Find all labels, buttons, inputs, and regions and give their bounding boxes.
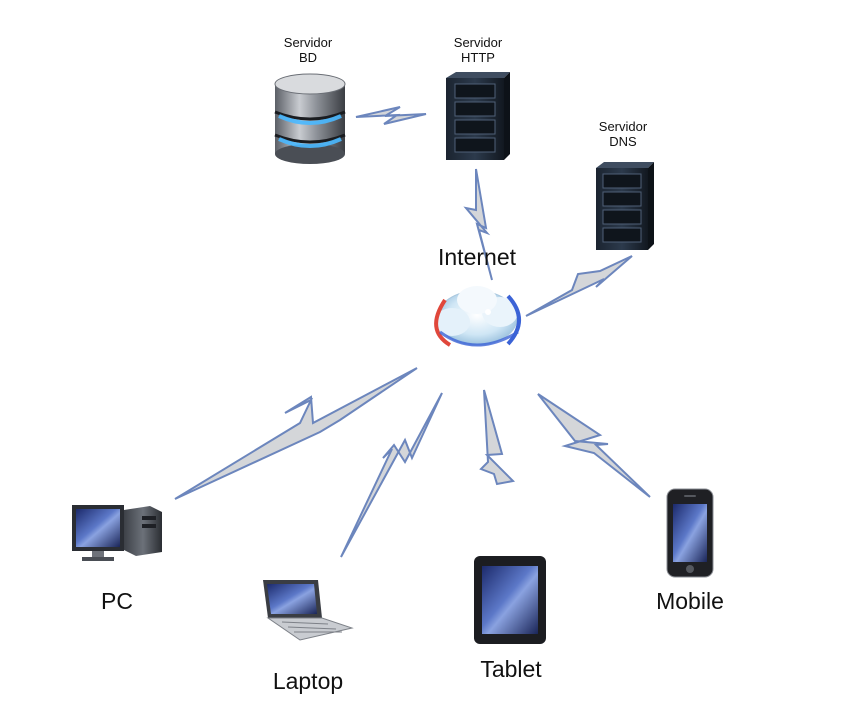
link-internet-tablet — [479, 389, 516, 486]
dns-server-label-line2: DNS — [609, 134, 637, 149]
dns-server-node: Servidor DNS — [596, 119, 654, 250]
desktop-computer-icon — [72, 505, 162, 561]
laptop-icon — [263, 580, 354, 641]
internet-label: Internet — [438, 244, 517, 270]
http-server-node: Servidor HTTP — [446, 35, 510, 160]
laptop-node: Laptop — [263, 580, 354, 694]
db-server-node: Servidor BD — [274, 35, 346, 164]
http-server-label-line2: HTTP — [461, 50, 495, 65]
link-internet-laptop — [340, 392, 443, 558]
laptop-label: Laptop — [273, 668, 343, 694]
link-internet-mobile — [537, 393, 651, 498]
link-db-http — [355, 106, 427, 125]
connections — [174, 106, 651, 558]
pc-label: PC — [101, 588, 133, 614]
mobile-label: Mobile — [656, 588, 724, 614]
http-server-label-line1: Servidor — [454, 35, 503, 50]
internet-node: Internet — [434, 244, 521, 347]
tablet-label: Tablet — [480, 656, 542, 682]
link-dns-internet — [525, 255, 633, 317]
tablet-icon — [474, 556, 546, 644]
link-internet-pc — [174, 367, 418, 500]
dns-server-label-line1: Servidor — [599, 119, 648, 134]
pc-node: PC — [72, 505, 162, 614]
cloud-globe-icon — [434, 286, 521, 347]
tablet-node: Tablet — [474, 556, 546, 682]
server-rack-icon — [446, 72, 510, 160]
database-icon — [274, 73, 346, 164]
link-http-internet — [463, 168, 493, 281]
mobile-node: Mobile — [656, 488, 724, 614]
db-server-label-line1: Servidor — [284, 35, 333, 50]
mobile-phone-icon — [666, 488, 714, 578]
db-server-label-line2: BD — [299, 50, 317, 65]
server-rack-icon — [596, 162, 654, 250]
